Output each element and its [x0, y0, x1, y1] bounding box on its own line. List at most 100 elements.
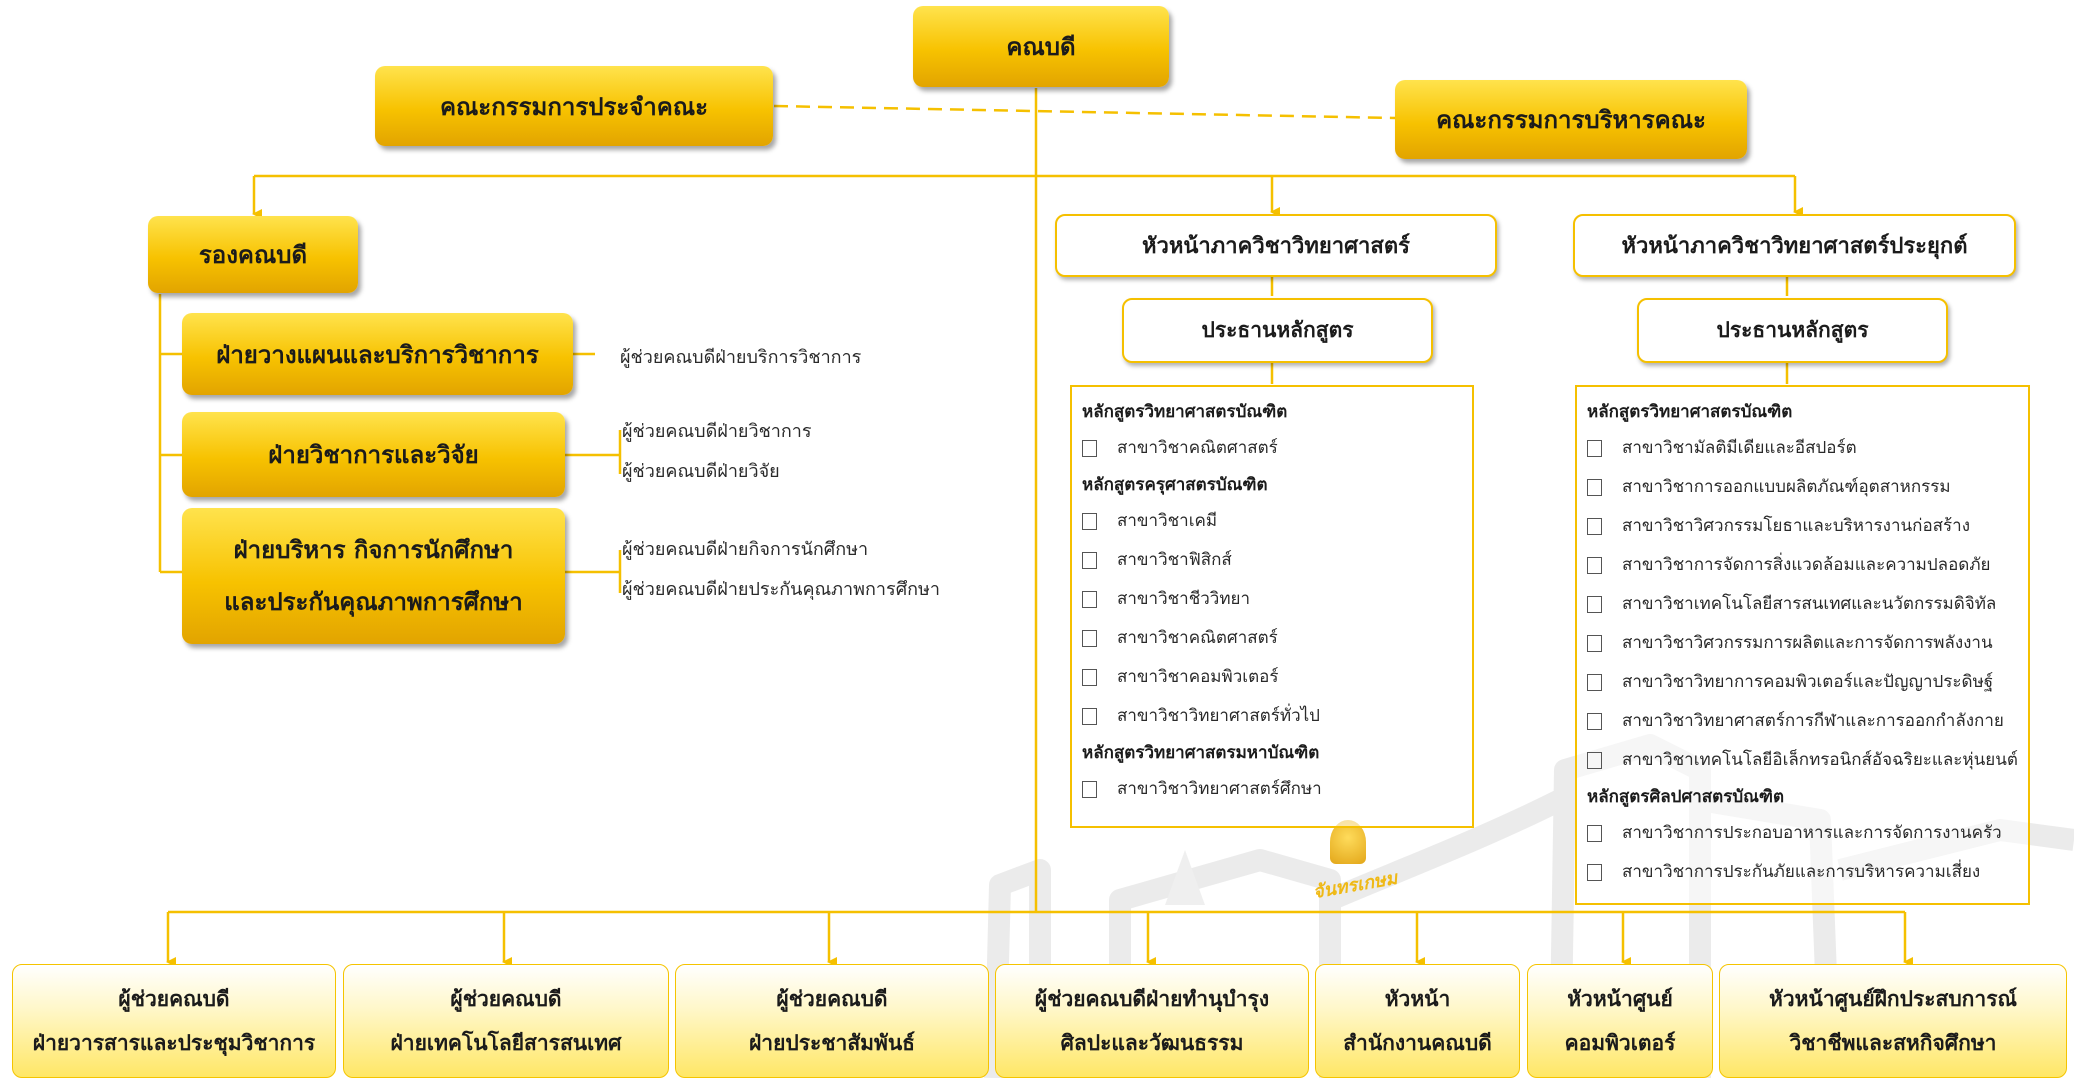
division-academic-box: ฝ่ายวิชาการและวิจัย: [182, 412, 565, 497]
vice-dean-box: รองคณบดี: [148, 216, 358, 293]
major-label: สาขาวิชาวิศวกรรมการผลิตและการจัดการพลังง…: [1622, 633, 1993, 653]
unit-culture-box: ผู้ช่วยคณบดีฝ่ายทำนุบำรุง ศิลปะและวัฒนธร…: [995, 964, 1309, 1078]
checkbox-icon: [1587, 557, 1602, 574]
major-item: สาขาวิชาคณิตศาสตร์: [1072, 429, 1472, 468]
division-admin-label-line1: ฝ่ายบริหาร กิจการนักศึกษา: [233, 536, 514, 564]
unit-office-box: หัวหน้า สำนักงานคณบดี: [1315, 964, 1520, 1078]
unit-line2: ศิลปะและวัฒนธรรม: [1060, 1031, 1244, 1055]
assistant-item: ผู้ช่วยคณบดีฝ่ายประกันคุณภาพการศึกษา: [622, 579, 940, 600]
major-label: สาขาวิชาชีววิทยา: [1117, 589, 1251, 609]
executive-committee-label: คณะกรรมการบริหารคณะ: [1436, 106, 1706, 134]
checkbox-icon: [1587, 864, 1602, 881]
checkbox-icon: [1587, 825, 1602, 842]
major-item: สาขาวิชาวิศวกรรมการผลิตและการจัดการพลังง…: [1577, 624, 2028, 663]
major-label: สาขาวิชาการประกันภัยและการบริหารความเสี่…: [1622, 862, 1981, 882]
checkbox-icon: [1082, 630, 1097, 647]
major-item: สาขาวิชาการออกแบบผลิตภัณฑ์อุตสาหกรรม: [1577, 468, 2028, 507]
unit-line1: ผู้ช่วยคณบดี: [776, 987, 888, 1011]
major-label: สาขาวิชาเทคโนโลยีสารสนเทศและนวัตกรรมดิจิ…: [1622, 594, 1997, 614]
unit-pr-box: ผู้ช่วยคณบดี ฝ่ายประชาสัมพันธ์: [675, 964, 989, 1078]
applied-chair-label: ประธานหลักสูตร: [1716, 318, 1869, 342]
checkbox-icon: [1082, 669, 1097, 686]
checkbox-icon: [1082, 552, 1097, 569]
major-label: สาขาวิชาการออกแบบผลิตภัณฑ์อุตสาหกรรม: [1622, 477, 1951, 497]
division-admin-box: ฝ่ายบริหาร กิจการนักศึกษา และประกันคุณภา…: [182, 508, 565, 644]
checkbox-icon: [1587, 596, 1602, 613]
major-item: สาขาวิชาวิศวกรรมโยธาและบริหารงานก่อสร้าง: [1577, 507, 2028, 546]
unit-line2: ฝ่ายเทคโนโลยีสารสนเทศ: [390, 1031, 622, 1055]
checkbox-icon: [1587, 674, 1602, 691]
applied-head-box: หัวหน้าภาควิชาวิทยาศาสตร์ประยุกต์: [1573, 214, 2016, 277]
major-label: สาขาวิชาคอมพิวเตอร์: [1117, 667, 1279, 687]
checkbox-icon: [1082, 513, 1097, 530]
faculty-committee-label: คณะกรรมการประจำคณะ: [439, 92, 708, 121]
major-item: สาขาวิชาวิทยาศาสตร์ศึกษา: [1072, 770, 1472, 809]
checkbox-icon: [1587, 518, 1602, 535]
assistant-item: ผู้ช่วยคณบดีฝ่ายวิชาการ: [622, 421, 812, 442]
assistant-item: ผู้ช่วยคณบดีฝ่ายกิจการนักศึกษา: [622, 539, 869, 560]
major-label: สาขาวิชามัลติมีเดียและอีสปอร์ต: [1622, 438, 1857, 458]
major-item: สาขาวิชามัลติมีเดียและอีสปอร์ต: [1577, 429, 2028, 468]
applied-head-label: หัวหน้าภาควิชาวิทยาศาสตร์ประยุกต์: [1621, 234, 1968, 259]
checkbox-icon: [1082, 591, 1097, 608]
major-item: สาขาวิชาคอมพิวเตอร์: [1072, 658, 1472, 697]
science-head-label: หัวหน้าภาควิชาวิทยาศาสตร์: [1142, 234, 1410, 259]
unit-journal-box: ผู้ช่วยคณบดี ฝ่ายวารสารและประชุมวิชาการ: [12, 964, 336, 1078]
unit-line2: วิชาชีพและสหกิจศึกษา: [1789, 1031, 1997, 1055]
unit-line2: สำนักงานคณบดี: [1343, 1031, 1492, 1055]
major-label: สาขาวิชาวิทยาศาสตร์ทั่วไป: [1117, 706, 1320, 726]
dean-box: คณบดี: [913, 6, 1169, 87]
major-item: สาขาวิชาเทคโนโลยีสารสนเทศและนวัตกรรมดิจิ…: [1577, 585, 2028, 624]
unit-line1: ผู้ช่วยคณบดี: [450, 987, 562, 1011]
unit-line2: ฝ่ายประชาสัมพันธ์: [748, 1031, 915, 1055]
checkbox-icon: [1587, 479, 1602, 496]
checkbox-icon: [1587, 440, 1602, 457]
division-admin-label-line2: และประกันคุณภาพการศึกษา: [224, 588, 523, 616]
vice-dean-label: รองคณบดี: [198, 241, 308, 269]
science-program-panel: หลักสูตรวิทยาศาสตรบัณฑิต สาขาวิชาคณิตศาส…: [1070, 385, 1474, 828]
major-label: สาขาวิชาการจัดการสิ่งแวดล้อมและความปลอดภ…: [1622, 555, 1991, 575]
major-label: สาขาวิชาการประกอบอาหารและการจัดการงานครั…: [1622, 823, 2002, 843]
major-label: สาขาวิชาวิทยาศาสตร์การกีฬาและการออกกำลัง…: [1622, 711, 2004, 731]
checkbox-icon: [1082, 440, 1097, 457]
unit-line1: หัวหน้าศูนย์ฝึกประสบการณ์: [1769, 987, 2017, 1011]
division-planning-label: ฝ่ายวางแผนและบริการวิชาการ: [216, 340, 539, 369]
applied-program-panel: หลักสูตรวิทยาศาสตรบัณฑิต สาขาวิชามัลติมี…: [1575, 385, 2030, 905]
division-academic-label: ฝ่ายวิชาการและวิจัย: [268, 441, 479, 469]
major-label: สาขาวิชาคณิตศาสตร์: [1117, 438, 1278, 458]
unit-line2: ฝ่ายวารสารและประชุมวิชาการ: [32, 1031, 316, 1055]
program-heading: หลักสูตรวิทยาศาสตรบัณฑิต: [1082, 402, 1288, 422]
checkbox-icon: [1082, 781, 1097, 798]
science-head-box: หัวหน้าภาควิชาวิทยาศาสตร์: [1055, 214, 1497, 277]
major-label: สาขาวิชาวิศวกรรมโยธาและบริหารงานก่อสร้าง: [1622, 516, 1971, 536]
assistant-list-planning: ผู้ช่วยคณบดีฝ่ายบริการวิชาการ: [620, 338, 861, 378]
unit-line1: ผู้ช่วยคณบดีฝ่ายทำนุบำรุง: [1034, 987, 1270, 1011]
assistant-list-academic: ผู้ช่วยคณบดีฝ่ายวิชาการ ผู้ช่วยคณบดีฝ่าย…: [622, 412, 812, 492]
major-label: สาขาวิชาฟิสิกส์: [1117, 550, 1232, 570]
unit-line1: หัวหน้า: [1384, 987, 1451, 1011]
major-label: สาขาวิชาวิทยาศาสตร์ศึกษา: [1117, 779, 1322, 799]
major-item: สาขาวิชาเคมี: [1072, 502, 1472, 541]
program-heading: หลักสูตรวิทยาศาสตรบัณฑิต: [1587, 402, 1793, 422]
applied-chair-box: ประธานหลักสูตร: [1637, 298, 1948, 363]
unit-coop-center-box: หัวหน้าศูนย์ฝึกประสบการณ์ วิชาชีพและสหกิ…: [1719, 964, 2067, 1078]
major-item: สาขาวิชาเทคโนโลยีอิเล็กทรอนิกส์อัจฉริยะแ…: [1577, 741, 2028, 780]
unit-it-box: ผู้ช่วยคณบดี ฝ่ายเทคโนโลยีสารสนเทศ: [343, 964, 669, 1078]
program-heading: หลักสูตรวิทยาศาสตรมหาบัณฑิต: [1082, 743, 1320, 763]
science-chair-box: ประธานหลักสูตร: [1122, 298, 1433, 363]
division-planning-box: ฝ่ายวางแผนและบริการวิชาการ: [182, 313, 573, 395]
major-item: สาขาวิชาการประกอบอาหารและการจัดการงานครั…: [1577, 814, 2028, 853]
unit-computer-center-box: หัวหน้าศูนย์ คอมพิวเตอร์: [1527, 964, 1713, 1078]
unit-line1: ผู้ช่วยคณบดี: [118, 987, 230, 1011]
checkbox-icon: [1587, 635, 1602, 652]
checkbox-icon: [1082, 708, 1097, 725]
major-item: สาขาวิชาคณิตศาสตร์: [1072, 619, 1472, 658]
faculty-committee-box: คณะกรรมการประจำคณะ: [375, 66, 773, 146]
major-label: สาขาวิชาวิทยาการคอมพิวเตอร์และปัญญาประดิ…: [1622, 672, 1994, 692]
major-item: สาขาวิชาฟิสิกส์: [1072, 541, 1472, 580]
major-label: สาขาวิชาเทคโนโลยีอิเล็กทรอนิกส์อัจฉริยะแ…: [1622, 750, 2018, 770]
checkbox-icon: [1587, 752, 1602, 769]
executive-committee-box: คณะกรรมการบริหารคณะ: [1395, 80, 1747, 159]
program-heading: หลักสูตรศิลปศาสตรบัณฑิต: [1587, 787, 1785, 807]
major-item: สาขาวิชาการจัดการสิ่งแวดล้อมและความปลอดภ…: [1577, 546, 2028, 585]
